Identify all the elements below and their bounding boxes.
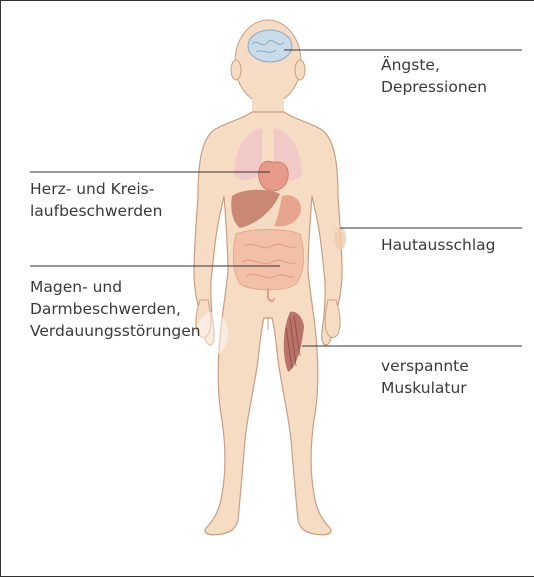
label-angst: Ängste, Depressionen: [381, 54, 487, 98]
label-herz: Herz- und Kreis- laufbeschwerden: [30, 178, 162, 222]
hand-glow: [196, 312, 228, 356]
heart-organ: [259, 161, 289, 191]
right-hand: [325, 300, 340, 337]
label-musk: verspannte Muskulatur: [381, 355, 469, 399]
skin-rash-spot: [334, 226, 346, 250]
label-haut: Hautausschlag: [381, 234, 496, 256]
label-magen: Magen- und Darmbeschwerden, Verdauungsst…: [30, 276, 201, 342]
brain-organ: [248, 30, 292, 62]
